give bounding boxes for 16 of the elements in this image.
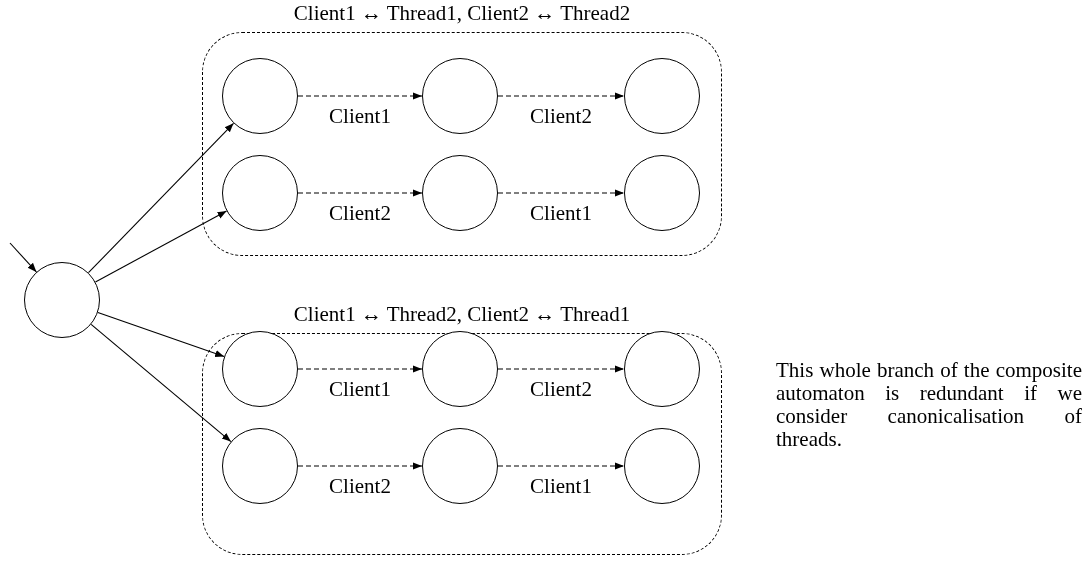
dashed-arrow (297, 365, 423, 373)
dashed-arrow (297, 189, 423, 197)
arrow (97, 311, 225, 358)
arrow (90, 323, 232, 443)
dashed-arrow (497, 462, 625, 470)
arrow (94, 210, 228, 283)
arrow (9, 242, 37, 273)
arrow (87, 122, 235, 274)
group-heading: Client1 ↔ Thread2, Client2 ↔ Thread1 (292, 302, 632, 327)
dashed-arrow (497, 92, 625, 100)
side-note: This whole branch of the composite automaton is redundant if we consider canonicalisation of threads. (776, 359, 1082, 451)
dashed-arrow (497, 365, 625, 373)
group-heading: Client1 ↔ Thread1, Client2 ↔ Thread2 (292, 1, 632, 26)
dashed-arrow (297, 462, 423, 470)
dashed-arrow (297, 92, 423, 100)
dashed-arrow (497, 189, 625, 197)
